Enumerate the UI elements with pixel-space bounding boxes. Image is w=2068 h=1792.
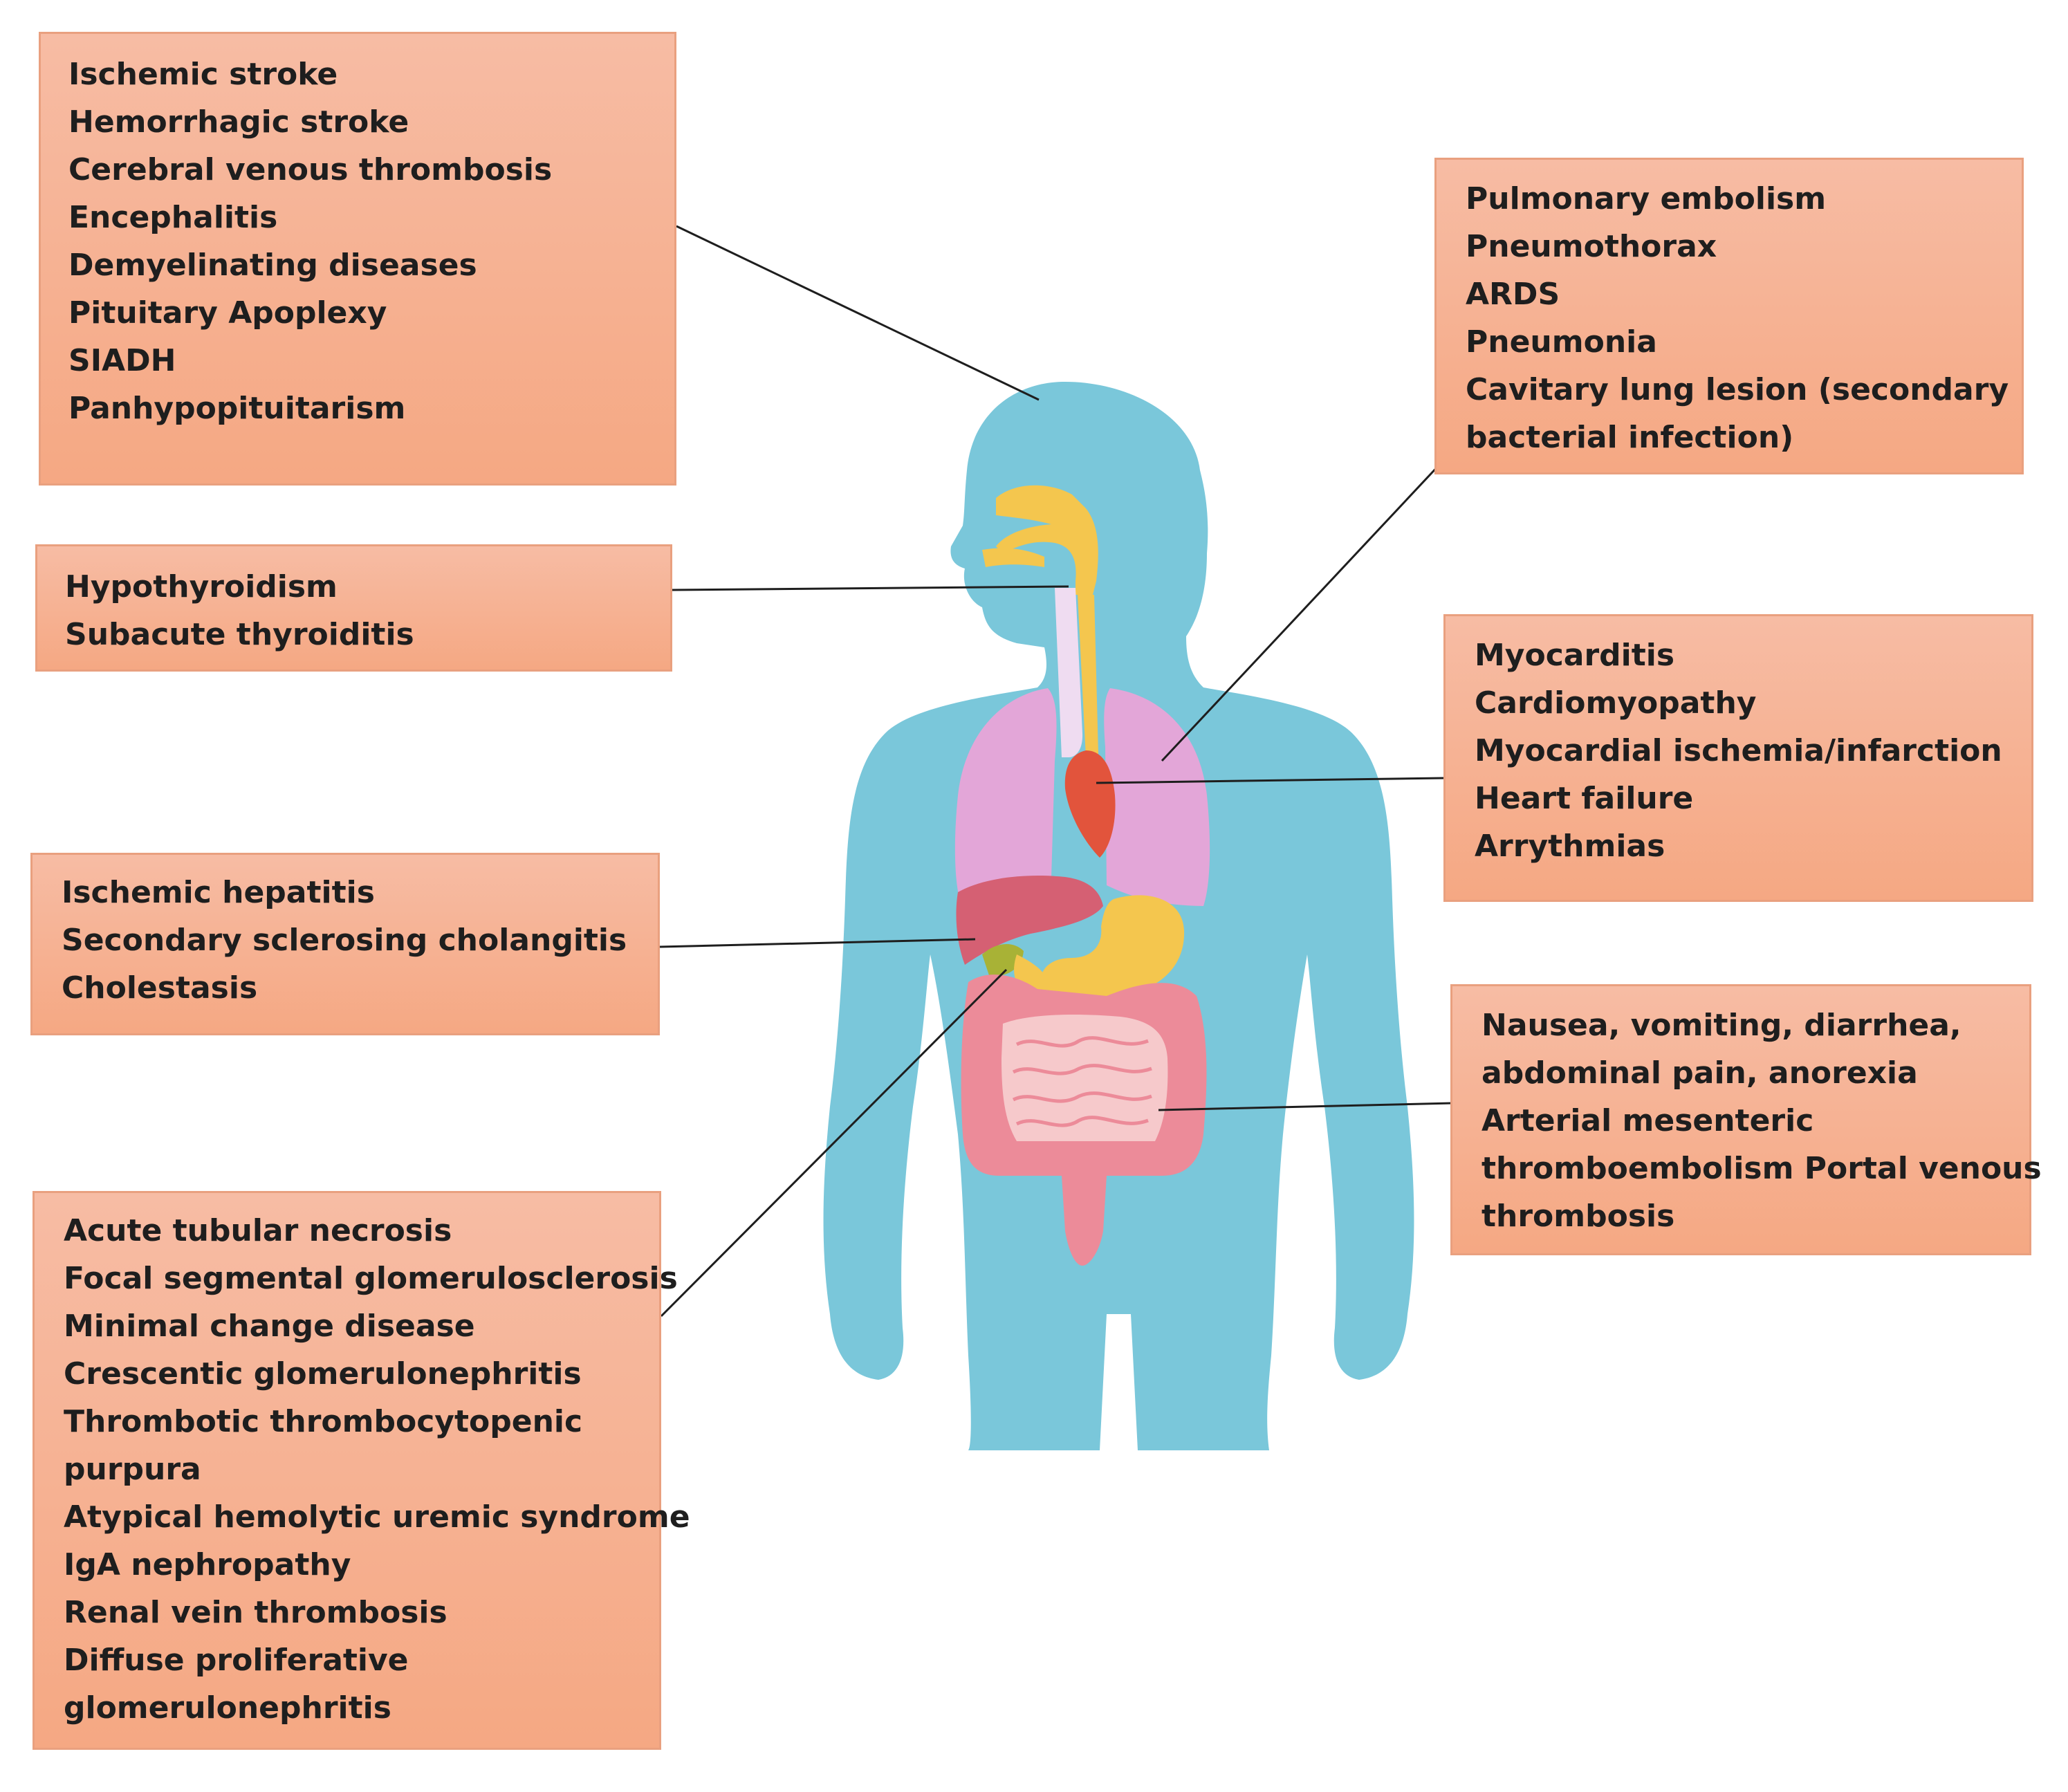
gi-condition-item: Nausea, vomiting, diarrhea, bbox=[1481, 1008, 1961, 1043]
esophagus bbox=[1078, 595, 1098, 757]
liver-condition-item: Cholestasis bbox=[62, 970, 258, 1006]
kidney-condition-item: Focal segmental glomerulosclerosis bbox=[64, 1261, 678, 1296]
lung-condition-item: Pneumonia bbox=[1466, 324, 1657, 360]
heart-condition-item: Cardiomyopathy bbox=[1475, 685, 1757, 721]
heart-condition-item: Heart failure bbox=[1475, 781, 1694, 816]
kidney-condition-item: glomerulonephritis bbox=[64, 1690, 391, 1726]
kidney-condition-item: Renal vein thrombosis bbox=[64, 1595, 447, 1630]
kidney-condition-item: Diffuse proliferative bbox=[64, 1643, 409, 1678]
liver bbox=[956, 876, 1103, 965]
lung-condition-item: ARDS bbox=[1466, 277, 1560, 312]
connector-brain bbox=[676, 225, 1040, 401]
kidney-condition-item: Minimal change disease bbox=[64, 1309, 475, 1344]
thyroid-condition-item: Subacute thyroiditis bbox=[65, 617, 414, 652]
connector-lung bbox=[1161, 463, 1441, 762]
intestine-fold bbox=[1012, 1091, 1152, 1103]
connector-liver bbox=[659, 938, 976, 948]
lung-condition-item: Pulmonary embolism bbox=[1466, 181, 1827, 216]
brain-condition-item: Panhypopituitarism bbox=[68, 391, 406, 426]
gi-condition-item: thrombosis bbox=[1481, 1199, 1675, 1234]
right-lung bbox=[1104, 688, 1210, 906]
connector-heart bbox=[1096, 777, 1444, 784]
brain-condition-item: SIADH bbox=[68, 343, 176, 378]
oral-cavity bbox=[982, 548, 1044, 567]
kidney-condition-item: Thrombotic thrombocytopenic bbox=[64, 1404, 583, 1439]
gi-conditions-box: Nausea, vomiting, diarrhea, abdominal pai… bbox=[1450, 984, 2042, 1255]
heart-condition-item: Myocarditis bbox=[1475, 638, 1675, 673]
brain-condition-item: Demyelinating diseases bbox=[68, 248, 477, 283]
gi-condition-item: abdominal pain, anorexia bbox=[1481, 1055, 1918, 1091]
lung-condition-item: Pneumothorax bbox=[1466, 229, 1717, 264]
connector-gi bbox=[1158, 1102, 1453, 1111]
brain-condition-item: Hemorrhagic stroke bbox=[68, 104, 409, 140]
heart-condition-item: Myocardial ischemia/infarction bbox=[1475, 733, 2002, 768]
gi-conditions-list: Nausea, vomiting, diarrhea, abdominal pai… bbox=[1481, 1001, 2042, 1240]
gi-condition-item: Arterial mesenteric bbox=[1481, 1103, 1814, 1138]
heart-condition-item: Arrythmias bbox=[1475, 829, 1665, 864]
small-intestine bbox=[1001, 1015, 1168, 1141]
left-lung bbox=[954, 688, 1057, 906]
connector-kidney bbox=[660, 968, 1008, 1318]
brain-condition-item: Pituitary Apoplexy bbox=[68, 295, 387, 331]
lung-condition-item: bacterial infection) bbox=[1466, 420, 1794, 455]
brain-condition-item: Cerebral venous thrombosis bbox=[68, 152, 553, 187]
gallbladder bbox=[982, 943, 1024, 976]
liver-condition-item: Ischemic hepatitis bbox=[62, 875, 375, 910]
kidney-condition-item: Atypical hemolytic uremic syndrome bbox=[64, 1499, 690, 1535]
connector-lines bbox=[659, 225, 1453, 1318]
kidney-condition-item: IgA nephropathy bbox=[64, 1547, 351, 1582]
lung-condition-item: Cavitary lung lesion (secondary bbox=[1466, 372, 2009, 407]
heart bbox=[1064, 750, 1116, 858]
intestine-fold bbox=[1015, 1036, 1149, 1048]
intestine-fold bbox=[1015, 1116, 1149, 1127]
thyroid-condition-item: Hypothyroidism bbox=[65, 569, 338, 604]
kidney-condition-item: purpura bbox=[64, 1452, 201, 1487]
gi-condition-item: thromboembolism Portal venous bbox=[1481, 1151, 2042, 1186]
small-intestine-folds bbox=[1012, 1036, 1152, 1127]
trachea bbox=[1055, 588, 1083, 757]
connector-thyroid bbox=[672, 585, 1069, 591]
brain-condition-item: Encephalitis bbox=[68, 200, 278, 235]
kidney-condition-item: Crescentic glomerulonephritis bbox=[64, 1356, 582, 1392]
intestine-fold bbox=[1012, 1064, 1152, 1075]
liver-condition-item: Secondary sclerosing cholangitis bbox=[62, 923, 627, 958]
brain-condition-item: Ischemic stroke bbox=[68, 57, 338, 92]
stomach bbox=[1040, 895, 1185, 997]
sinus-airway bbox=[996, 485, 1098, 595]
kidney-condition-item: Acute tubular necrosis bbox=[64, 1213, 452, 1248]
